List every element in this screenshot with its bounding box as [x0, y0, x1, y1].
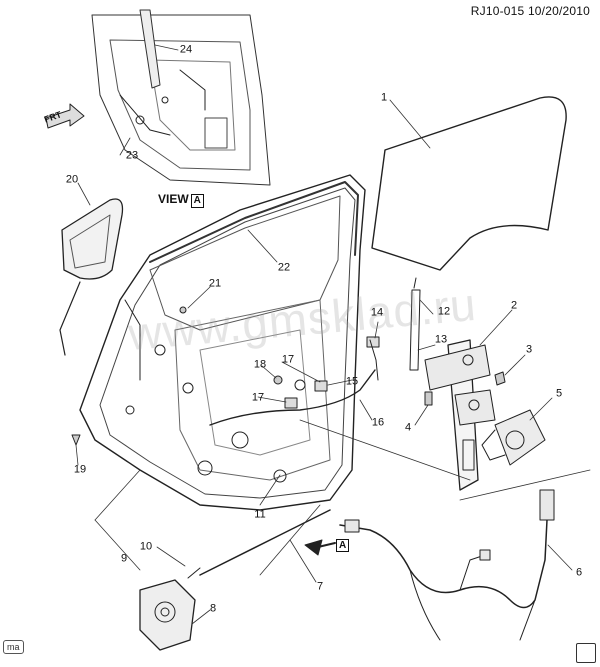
callout-5: 5	[555, 387, 563, 400]
callout-4: 4	[404, 421, 412, 434]
view-arrow-ref: A	[336, 539, 350, 552]
callout-3: 3	[525, 343, 533, 356]
window-glass	[371, 96, 567, 271]
diagram-code: RJ10-015	[470, 4, 525, 18]
document-corner-icon	[576, 643, 596, 663]
view-label-ref: A	[190, 194, 204, 208]
callout-13: 13	[434, 333, 448, 346]
wiring-harness	[339, 489, 555, 641]
regulator-motor	[481, 409, 546, 466]
diagram-date: 10/20/2010	[527, 4, 590, 18]
front-direction-arrow-icon	[45, 103, 85, 129]
callout-1: 1	[380, 91, 388, 104]
callout-2: 2	[510, 299, 518, 312]
callout-24: 24	[179, 43, 193, 56]
callout-22: 22	[277, 261, 291, 274]
window-regulator	[424, 339, 496, 491]
callout-19: 19	[73, 463, 87, 476]
leader-lines	[75, 44, 591, 625]
callout-10: 10	[139, 540, 153, 553]
view-label-text: VIEW	[158, 192, 189, 206]
callout-20: 20	[65, 173, 79, 186]
callout-18: 18	[253, 358, 267, 371]
callout-16: 16	[371, 416, 385, 429]
clips-and-rods	[284, 277, 421, 409]
diagram-header: RJ10-015 10/20/2010	[471, 4, 590, 18]
glass-run-channel	[149, 181, 359, 263]
corner-badge: ma	[3, 640, 24, 654]
callout-17-upper: 17	[281, 353, 295, 366]
lock-cable	[209, 369, 376, 426]
view-arrow-icon	[304, 539, 336, 556]
door-latch	[139, 567, 201, 651]
callout-7: 7	[316, 580, 324, 593]
callout-11: 11	[254, 508, 266, 521]
callout-6: 6	[575, 566, 583, 579]
callout-21: 21	[208, 277, 222, 290]
callout-8: 8	[209, 602, 217, 615]
callout-23: 23	[125, 149, 139, 162]
outside-mirror	[59, 198, 124, 356]
inset-view-a	[91, 9, 271, 186]
callout-9: 9	[120, 552, 128, 565]
callout-17-lower: 17	[251, 391, 265, 404]
callout-15: 15	[345, 375, 359, 388]
callout-12: 12	[437, 305, 451, 318]
callout-14: 14	[370, 306, 384, 319]
latch-cable	[199, 509, 331, 576]
door-frame	[79, 174, 366, 511]
